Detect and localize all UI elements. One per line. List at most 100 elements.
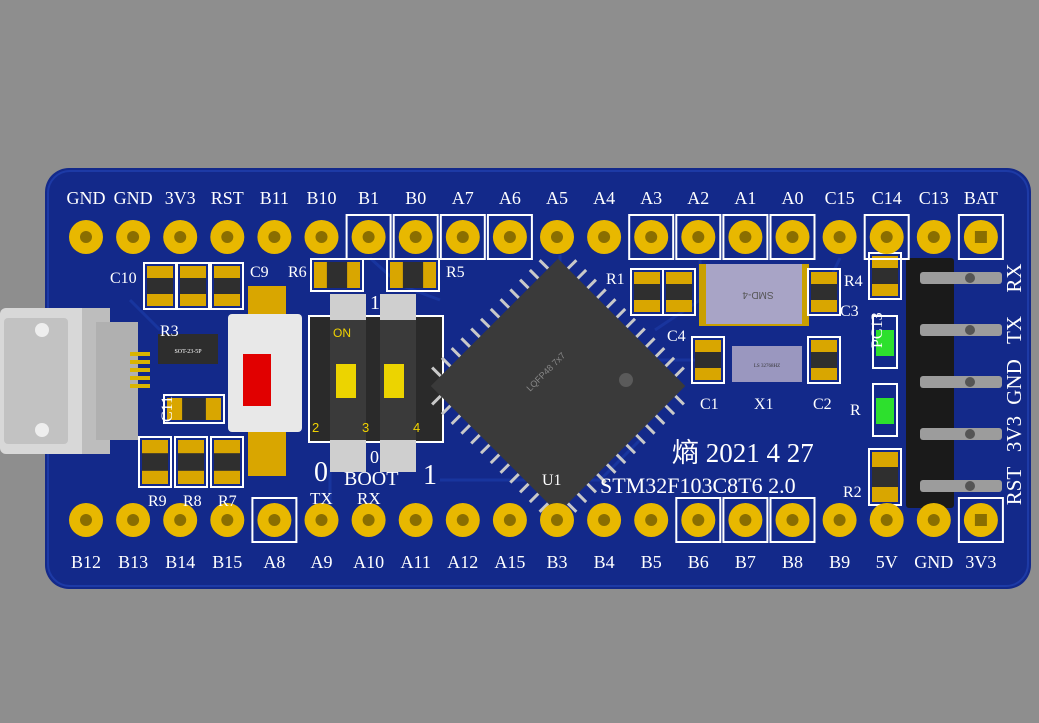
top-pin-label: C13 [919, 188, 949, 208]
bottom-pin-label: A9 [311, 552, 333, 572]
ref-r8: R8 [183, 493, 202, 510]
ref-c10: C10 [110, 270, 137, 287]
pad-frame [675, 214, 722, 260]
top-pin-label: C14 [872, 188, 902, 208]
ref-c1: C1 [700, 396, 719, 413]
ref-r: R [850, 402, 861, 419]
reset-button [228, 286, 302, 476]
pad-frame [439, 214, 486, 260]
bottom-pin-label: A10 [353, 552, 384, 572]
micro-usb-connector [0, 308, 150, 454]
passive-components [138, 252, 902, 506]
crystal-smd4: SMD-4 [699, 264, 809, 326]
top-pin-label: BAT [964, 188, 998, 208]
bottom-pin-label: GND [914, 552, 953, 572]
ref-r4: R4 [844, 273, 863, 290]
ref-c9: C9 [250, 264, 269, 281]
crystal-32k: LS 32768HZ [732, 346, 802, 382]
bottom-pads [69, 497, 1004, 543]
bottom-pin-label: B15 [212, 552, 242, 572]
board-date: 熵 2021 4 27 [672, 438, 814, 468]
boot-0-big: 0 [314, 457, 328, 488]
pad-frame [863, 214, 910, 260]
pad-frame [675, 497, 722, 543]
bottom-pin-label: B9 [829, 552, 850, 572]
ref-c2: C2 [813, 396, 832, 413]
bottom-pin-label: B4 [594, 552, 615, 572]
component-outline [310, 258, 364, 292]
pad-frame [486, 214, 533, 260]
ref-c3: C3 [840, 303, 859, 320]
boot-1-big: 1 [423, 460, 437, 491]
mcu-chip: LQFP48 7x7 [430, 258, 686, 514]
header-pin [920, 428, 1002, 440]
ref-r2: R2 [843, 484, 862, 501]
regulator-chip: SOT-23-5P [158, 334, 218, 364]
component-outline [174, 436, 208, 488]
ref-u1: U1 [542, 472, 562, 489]
boot-label: BOOT [344, 468, 398, 490]
switch-top-1: 1 [370, 292, 380, 314]
bottom-pin-label: B12 [71, 552, 101, 572]
bottom-pin-label: B3 [546, 552, 567, 572]
pad-frame [957, 497, 1004, 543]
top-pin-label: A5 [546, 188, 568, 208]
pad-frame [722, 214, 769, 260]
top-pin-label: A2 [687, 188, 709, 208]
crystal-small-label: LS 32768HZ [754, 364, 780, 369]
header-pin-label: GND [1002, 359, 1026, 405]
pad-frame [769, 214, 816, 260]
header-pin [920, 272, 1002, 284]
top-pin-label: A3 [640, 188, 662, 208]
pin-header [906, 258, 1002, 508]
ref-r9: R9 [148, 493, 167, 510]
bottom-pin-label: B14 [165, 552, 195, 572]
ref-r3: R3 [160, 323, 179, 340]
top-pin-label: A0 [782, 188, 804, 208]
component-outline [163, 394, 225, 424]
component-outline [138, 436, 172, 488]
ref-x1: X1 [754, 396, 774, 413]
top-pin-label: B11 [260, 188, 289, 208]
component-outline [210, 436, 244, 488]
pad-frame [345, 214, 392, 260]
top-pin-label: B10 [306, 188, 336, 208]
switch-labels: ON 1 2 3 4 0 0 BOOT 1 TX RX [310, 292, 437, 508]
switch-on-label: ON [333, 326, 351, 340]
pad-frame [628, 214, 675, 260]
header-pin-label: RST [1002, 467, 1026, 506]
ref-r7: R7 [218, 493, 237, 510]
bottom-pin-label: 3V3 [965, 552, 996, 572]
pad-frame [957, 214, 1004, 260]
top-pin-label: 3V3 [165, 188, 196, 208]
switch-n2: 2 [312, 420, 319, 435]
bottom-pin-label: A15 [494, 552, 525, 572]
bottom-pin-label: 5V [876, 552, 898, 572]
header-pin-label: RX [1002, 263, 1026, 292]
bottom-pin-label: A11 [401, 552, 431, 572]
bottom-pin-label: B13 [118, 552, 148, 572]
component-outline [662, 268, 696, 316]
top-pin-label: A1 [734, 188, 756, 208]
ref-pc13: PC13 [869, 312, 886, 348]
pad-frame [251, 497, 298, 543]
top-pin-label: GND [114, 188, 153, 208]
pad-frame [392, 214, 439, 260]
bottom-pin-label: B7 [735, 552, 756, 572]
component-outline [176, 262, 210, 310]
top-pin-label: A6 [499, 188, 521, 208]
component-outline [807, 336, 841, 384]
top-pads [69, 214, 1004, 260]
board-model: STM32F103C8T6 2.0 [600, 473, 796, 498]
tx-label: TX [310, 489, 333, 508]
component-outline [807, 268, 841, 316]
ref-r1: R1 [606, 271, 625, 288]
top-pin-label: RST [211, 188, 244, 208]
component-outline [210, 262, 244, 310]
bottom-pin-label: B6 [688, 552, 709, 572]
